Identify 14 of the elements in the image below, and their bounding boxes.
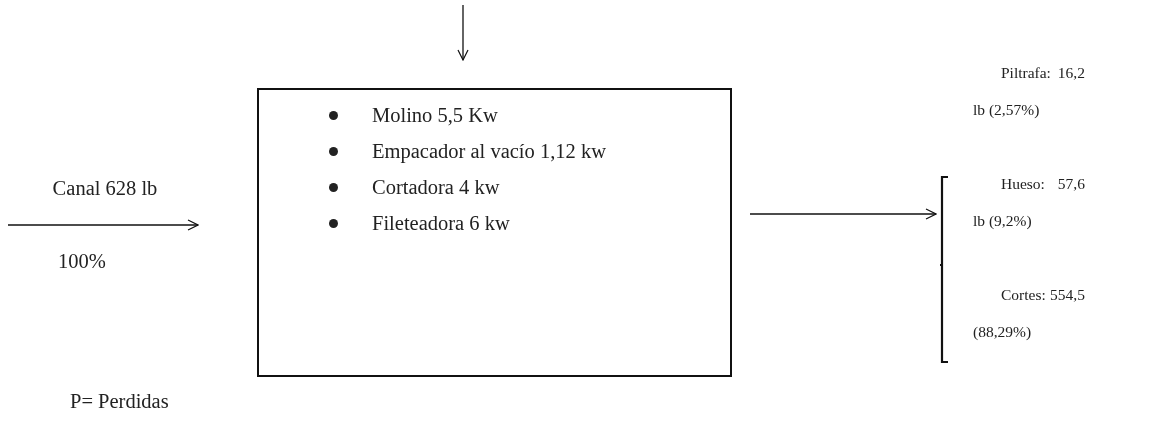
arrow [457, 4, 469, 61]
output-text: Piltrafa: 16,2 lb (2,57%) [973, 63, 1085, 120]
output-text: Cortes: 554,5 (88,29%) [973, 285, 1085, 342]
note-text: P= Perdidas [70, 390, 169, 413]
process-box [257, 88, 732, 377]
equipment-text: Cortadora 4 kw [372, 175, 500, 200]
equipment-text: Molino 5,5 Kw [372, 103, 498, 128]
arrow [7, 219, 199, 231]
equipment-text: Fileteadora 6 kw [372, 211, 510, 236]
percentage-label: 100% [58, 250, 106, 273]
edge-label: Canal 628 lb [51, 177, 159, 200]
equipment-text: Empacador al vacío 1,12 kw [372, 139, 606, 164]
arrow [749, 208, 937, 220]
output-text: Hueso: 57,6 lb (9,2%) [973, 174, 1085, 231]
